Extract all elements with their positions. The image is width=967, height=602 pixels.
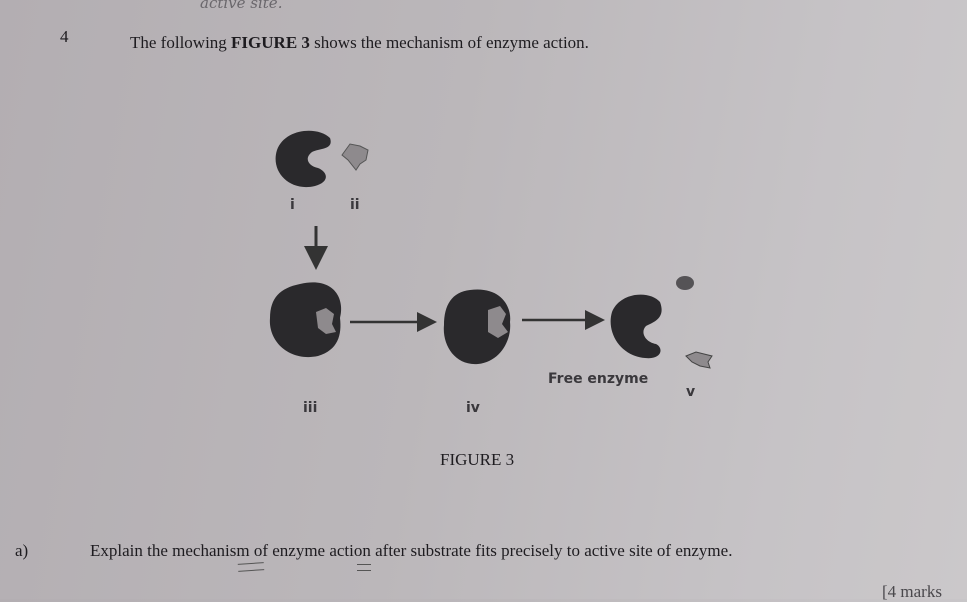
substrate-in-active-site (316, 308, 336, 334)
enzyme-i (275, 130, 331, 188)
question-number: 4 (60, 27, 69, 46)
part-a-question: Explain the mechanism of enzyme action a… (90, 541, 733, 560)
label-v: v (686, 384, 696, 400)
label-iii: iii (303, 400, 318, 416)
question-text: The following FIGURE 3 shows the mechani… (130, 33, 589, 53)
label-free-enzyme: Free enzyme (548, 371, 649, 387)
enzyme-substrate-complex-iii (269, 282, 342, 358)
label-i: i (290, 197, 295, 213)
product-2 (685, 351, 713, 369)
part-a-label: a) (15, 541, 29, 560)
question-text-start: The following (130, 33, 232, 52)
handwritten-note: active site. (200, 0, 283, 12)
marks-label: [4 marks (882, 582, 942, 601)
figure-caption: FIGURE 3 (440, 450, 515, 469)
products-in-active-site (488, 306, 508, 338)
handwritten-underline-mark (357, 564, 371, 571)
question-text-end: shows the mechanism of enzyme action. (309, 33, 589, 52)
substrate-ii (341, 143, 369, 171)
free-enzyme (610, 294, 662, 359)
label-ii: ii (350, 197, 360, 213)
figure-reference: FIGURE 3 (231, 33, 310, 52)
label-iv: iv (466, 400, 480, 416)
product-1 (676, 276, 694, 290)
